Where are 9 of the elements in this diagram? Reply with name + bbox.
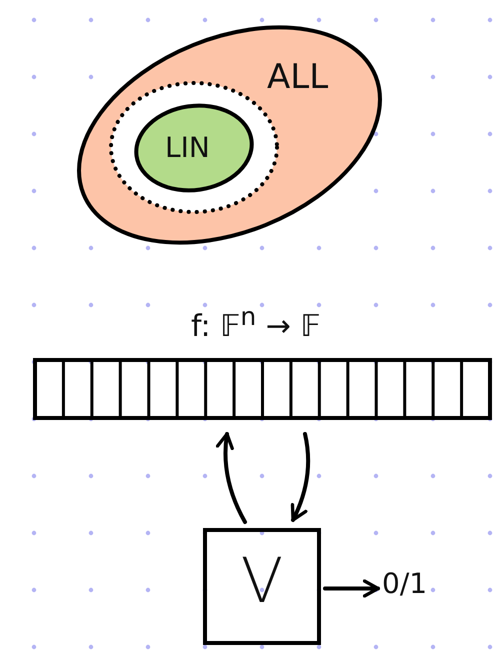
box-label: V (240, 550, 284, 612)
arrow (323, 579, 380, 598)
verifier-box (203, 528, 321, 645)
arrow (216, 432, 247, 524)
set-label: LIN (165, 134, 210, 162)
set-label: ALL (267, 60, 328, 94)
output-label: 0/1 (382, 570, 428, 598)
function-signature: f: 𝔽$^{n}$ → 𝔽 (191, 304, 321, 342)
arrow (290, 432, 310, 522)
